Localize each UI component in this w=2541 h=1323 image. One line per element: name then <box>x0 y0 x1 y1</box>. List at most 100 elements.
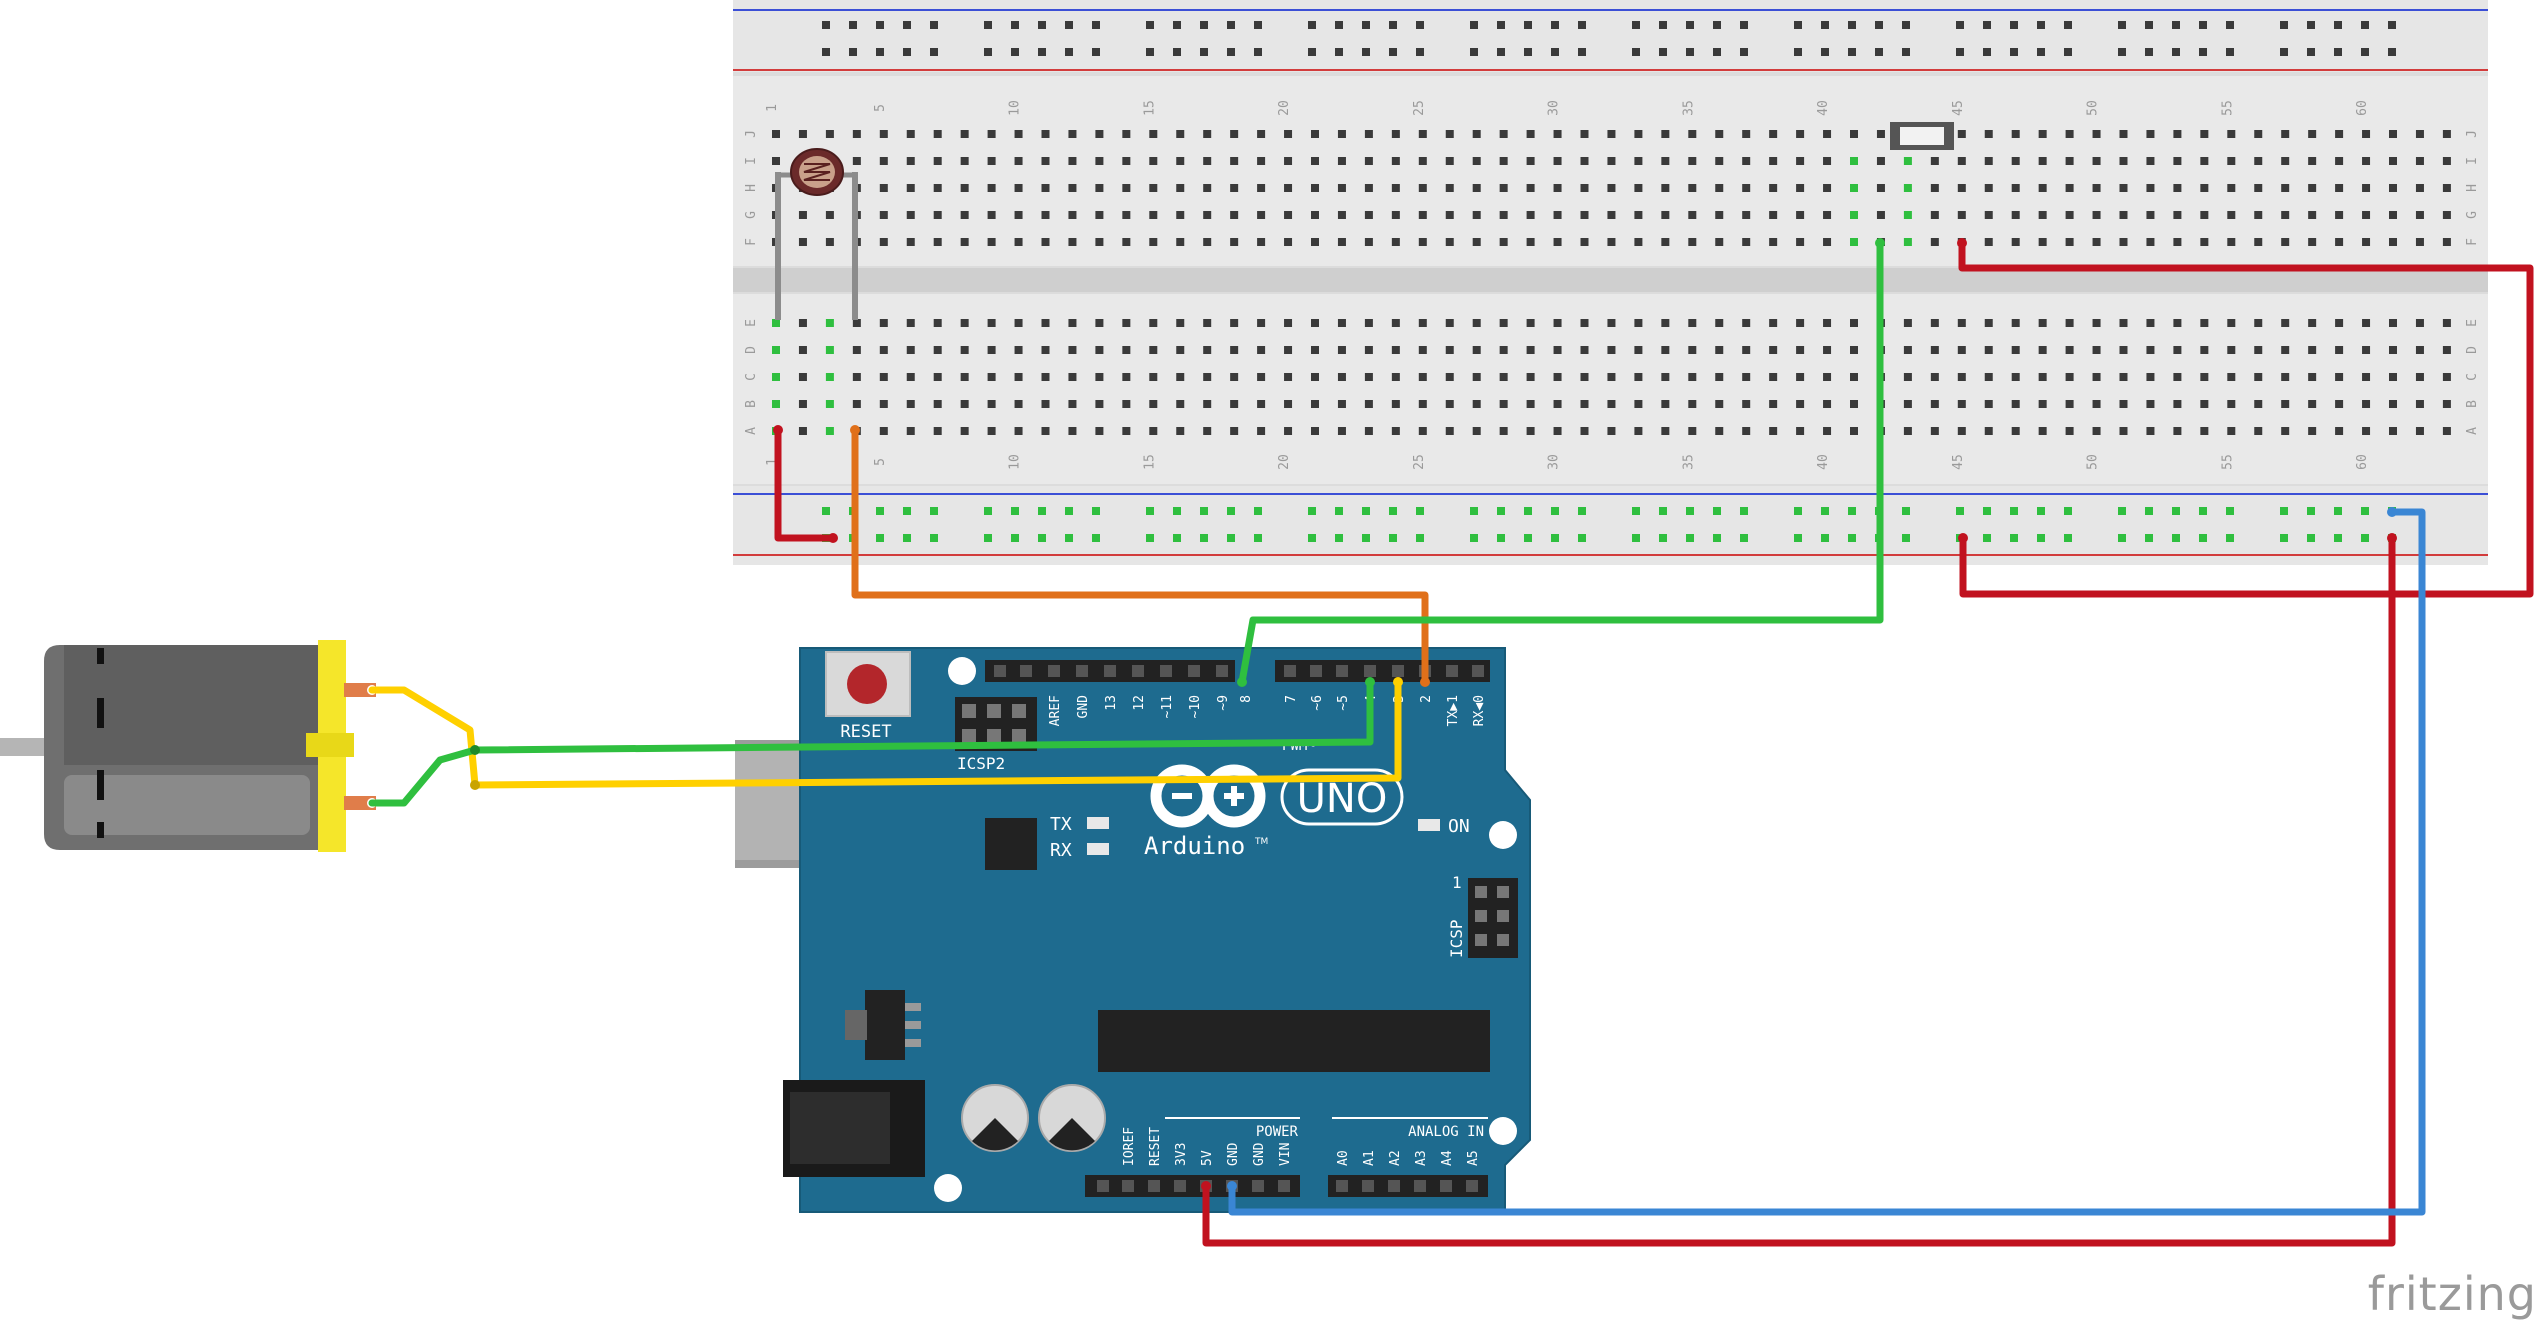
breadboard-hole <box>1122 130 1131 138</box>
rail-hole <box>2361 507 2369 515</box>
breadboard-hole <box>1014 400 1023 408</box>
rail-hole <box>1173 21 1181 29</box>
breadboard-hole <box>1068 427 1077 435</box>
rail-hole <box>930 507 938 515</box>
rail-hole <box>2172 48 2180 56</box>
breadboard-hole <box>2415 319 2424 327</box>
icsp-pins <box>1475 886 1509 946</box>
header-pin <box>994 665 1006 677</box>
breadboard-hole <box>2335 373 2344 381</box>
rail-hole <box>1821 534 1829 542</box>
breadboard-hole <box>2415 130 2424 138</box>
rail-hole <box>2280 21 2288 29</box>
icsp2-label: ICSP2 <box>957 754 1005 773</box>
breadboard-hole <box>2442 238 2451 246</box>
breadboard-hole <box>1364 319 1373 327</box>
row-letter: C <box>2465 373 2480 381</box>
breadboard-hole <box>1284 211 1293 219</box>
rail-hole <box>1146 48 1154 56</box>
breadboard-hole <box>1823 400 1832 408</box>
breadboard-hole <box>2173 400 2182 408</box>
row-letter: A <box>2465 427 2480 435</box>
breadboard-hole <box>1014 346 1023 354</box>
breadboard-hole <box>1445 346 1454 354</box>
power-pin-label: 3V3 <box>1174 1143 1189 1166</box>
breadboard-hole <box>1364 238 1373 246</box>
breadboard-hole <box>1553 184 1562 192</box>
breadboard-hole <box>906 319 915 327</box>
breadboard-hole <box>2362 130 2371 138</box>
rail-hole <box>1794 48 1802 56</box>
breadboard-hole <box>2389 184 2397 192</box>
breadboard-hole <box>1715 400 1724 408</box>
breadboard-hole <box>879 373 888 381</box>
breadboard-hole <box>1230 157 1239 165</box>
breadboard-hole <box>1526 157 1535 165</box>
voltage-regulator-tab <box>845 1010 867 1040</box>
breadboard-hole <box>1796 238 1805 246</box>
breadboard-hole <box>1445 184 1454 192</box>
breadboard-hole <box>1230 427 1239 435</box>
breadboard-hole <box>1876 211 1885 219</box>
wire-end <box>773 425 783 435</box>
breadboard-hole <box>2119 400 2128 408</box>
rail-hole <box>1632 534 1640 542</box>
header-pin <box>1104 665 1116 677</box>
breadboard-hole <box>1580 130 1589 138</box>
analog-pin-label: A2 <box>1388 1150 1403 1166</box>
breadboard-hole <box>2200 427 2209 435</box>
breadboard-hole <box>1553 157 1562 165</box>
rail-hole <box>822 21 830 29</box>
rail-hole <box>1983 534 1991 542</box>
on-label: ON <box>1448 816 1470 837</box>
breadboard-hole <box>1661 238 1670 246</box>
mounting-hole <box>948 657 976 685</box>
breadboard-hole <box>1903 238 1912 246</box>
breadboard-hole <box>1311 157 1319 165</box>
power-pin-label: 5V <box>1200 1150 1215 1166</box>
breadboard-hole <box>1769 319 1778 327</box>
breadboard-hole <box>1122 400 1131 408</box>
breadboard-hole <box>1068 157 1077 165</box>
breadboard-hole <box>1876 184 1885 192</box>
rail-hole <box>1092 507 1100 515</box>
rail-hole <box>1416 21 1424 29</box>
breadboard-hole <box>1876 157 1885 165</box>
motor-lead-green <box>368 746 479 807</box>
rail-hole <box>1335 534 1343 542</box>
breadboard-hole <box>1796 157 1805 165</box>
pushbutton-cap[interactable] <box>1900 127 1944 145</box>
breadboard-hole <box>1203 184 1212 192</box>
breadboard-hole <box>2415 238 2424 246</box>
breadboard-hole <box>2011 184 2020 192</box>
breadboard-hole <box>2308 346 2317 354</box>
analog-pin-label: A4 <box>1440 1150 1455 1166</box>
breadboard-hole <box>1203 319 1212 327</box>
breadboard-hole <box>2092 238 2101 246</box>
breadboard-hole <box>2362 211 2371 219</box>
analog-pin-label: A5 <box>1466 1150 1481 1166</box>
breadboard-hole <box>1311 373 1319 381</box>
breadboard-hole <box>933 211 942 219</box>
breadboard-hole <box>1499 211 1508 219</box>
breadboard-hole <box>879 346 888 354</box>
breadboard-hole <box>2173 346 2182 354</box>
motor-shaft <box>0 738 52 756</box>
rail-hole <box>1659 21 1667 29</box>
breadboard-hole <box>798 373 807 381</box>
rail-hole <box>1524 21 1532 29</box>
header-pin <box>1497 886 1509 898</box>
breadboard-hole <box>906 400 915 408</box>
breadboard-hole <box>1553 211 1562 219</box>
breadboard-hole <box>1068 400 1077 408</box>
breadboard-hole <box>1149 238 1158 246</box>
rail-hole <box>903 534 911 542</box>
reset-button-cap[interactable] <box>847 664 887 704</box>
breadboard-hole <box>1742 427 1751 435</box>
breadboard-hole <box>2065 211 2074 219</box>
breadboard-hole <box>1715 319 1724 327</box>
breadboard-hole <box>1661 373 1670 381</box>
rail-hole <box>2145 48 2153 56</box>
breadboard-hole <box>2092 130 2101 138</box>
